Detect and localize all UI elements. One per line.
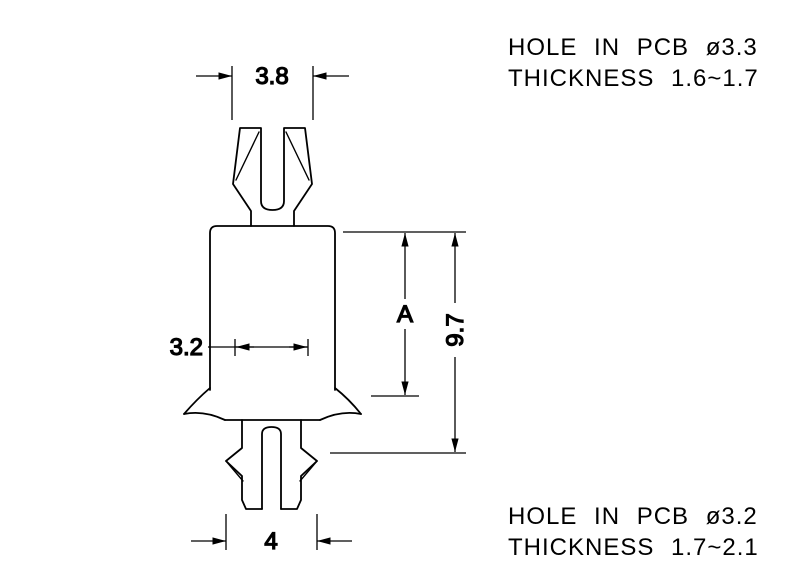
note-bottom-hole: HOLE IN PCB ø3.2 [508,503,758,530]
main-body [209,225,336,391]
left-wing-bottom-edge [183,411,226,421]
bottom-clip-left-barb-edge [225,460,244,482]
top-clip-right-barb-edge [285,131,310,181]
right-wing-bottom-edge [319,411,362,421]
bottom-clip-left-prong [225,419,263,510]
dim-height-a-label: A [397,301,413,328]
bottom-clip-right-barb-edge [299,460,318,482]
dim-height-a: A [343,231,466,397]
pcb-annotations: HOLE IN PCB ø3.3 THICKNESS 1.6~1.7 HOLE … [508,34,759,561]
bottom-snap-clip [225,419,318,510]
top-clip-outline [232,127,313,227]
dim-bottom-width: 4 [191,514,352,556]
flare-wings [183,387,362,421]
dim-inner-width: 3.2 [169,333,309,362]
note-top-thickness: THICKNESS 1.6~1.7 [508,65,759,92]
dim-overall-height: 9.7 [330,233,470,454]
right-wing-top-edge [334,387,362,415]
dim-inner-width-label: 3.2 [170,334,203,361]
dim-top-width-label: 3.8 [255,63,288,90]
note-bottom-thickness: THICKNESS 1.7~2.1 [508,534,759,561]
top-snap-clip [232,127,313,227]
dim-overall-height-label: 9.7 [442,313,469,346]
body-outline [209,225,336,391]
bottom-clip-slot [261,426,282,510]
note-top-hole: HOLE IN PCB ø3.3 [508,34,758,61]
dim-bottom-width-label: 4 [264,528,277,555]
left-wing-top-edge [183,387,211,415]
bottom-clip-right-prong [280,419,318,510]
dim-top-width: 3.8 [196,62,349,120]
top-clip-left-barb-edge [235,131,260,181]
